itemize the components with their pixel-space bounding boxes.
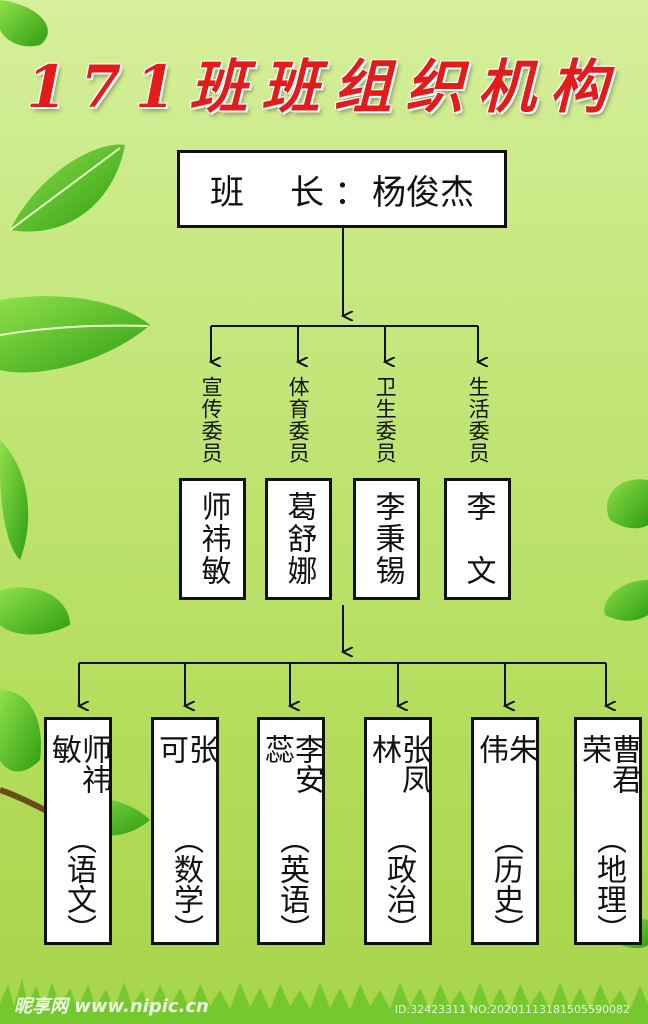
leader-name: 杨俊杰 <box>372 172 474 213</box>
subject-rep-subject: （政治） <box>381 824 416 945</box>
committee-label: 宣传委员 <box>199 376 224 464</box>
committee-member-name: 李 文 <box>460 491 496 587</box>
leader-role: 班 长 <box>210 172 330 213</box>
committee-member-name: 师祎敏 <box>195 491 231 587</box>
subject-rep-name: 曹君荣 <box>576 734 641 794</box>
subject-rep-subject: （数学） <box>168 824 203 945</box>
committee-member-name: 李秉锡 <box>369 491 405 587</box>
subject-rep-box: 曹君荣 （地理） <box>574 717 642 945</box>
subject-rep-box: 朱 伟 （历史） <box>471 717 539 945</box>
subject-rep-name: 师祎敏 <box>46 734 111 794</box>
subject-rep-subject: （语文） <box>61 824 96 945</box>
subject-rep-box: 张 可 （数学） <box>151 717 219 945</box>
subject-rep-subject: （英语） <box>274 824 309 945</box>
committee-label: 体育委员 <box>286 376 311 464</box>
committee-member-box: 师祎敏 <box>179 478 246 600</box>
subject-rep-box: 张凤林 （政治） <box>364 717 432 945</box>
subject-rep-name: 张 可 <box>153 734 218 794</box>
committee-member-box: 李秉锡 <box>353 478 420 600</box>
subject-rep-box: 李安蕊 （英语） <box>257 717 325 945</box>
subject-rep-box: 师祎敏 （语文） <box>44 717 112 945</box>
committee-member-box: 葛舒娜 <box>265 478 332 600</box>
subject-rep-subject: （历史） <box>488 824 523 945</box>
subject-rep-name: 朱 伟 <box>473 734 538 794</box>
committee-member-name: 葛舒娜 <box>281 491 317 587</box>
watermark-brand: 昵享网 www.nipic.cn <box>14 996 209 1017</box>
subject-rep-name: 李安蕊 <box>259 734 324 794</box>
page-title: 171班班组织机构 <box>26 53 622 121</box>
watermark-id: ID:32423311 NO:20201113181505590082 <box>394 1003 630 1016</box>
committee-label: 卫生委员 <box>373 376 398 464</box>
grass-decoration <box>0 979 648 1024</box>
committee-label: 生活委员 <box>466 376 491 464</box>
committee-member-box: 李 文 <box>444 478 511 600</box>
leader-separator: ： <box>334 172 368 213</box>
leader-box: 班 长 ： 杨俊杰 <box>177 150 507 228</box>
subject-rep-name: 张凤林 <box>366 734 431 794</box>
subject-rep-subject: （地理） <box>591 824 626 945</box>
